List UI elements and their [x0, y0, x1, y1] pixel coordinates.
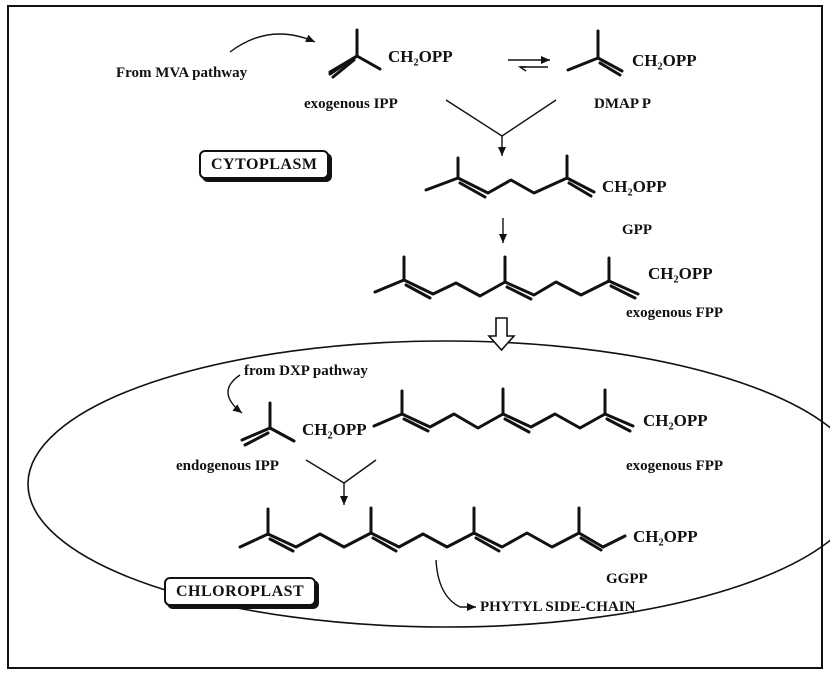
chloroplast-box: CHLOROPLAST [164, 577, 317, 606]
condensation-1-left [445, 99, 503, 137]
mva-arrow [229, 33, 316, 53]
ggpp-skeleton [238, 531, 605, 549]
exo-ipp-group-label: CH₂OPP [388, 47, 453, 66]
dmapp-name-label: DMAP P [594, 96, 652, 112]
ggpp-group-label: CH₂OPP [633, 527, 698, 546]
fpp1-name-label: exogenous FPP [626, 305, 724, 321]
dmapp-skeleton [566, 56, 624, 73]
cytoplasm-box: CYTOPLASM [199, 150, 330, 179]
fpp2-group-label: CH₂OPP [643, 411, 708, 430]
dxp-arrow [227, 374, 243, 414]
from-mva-label: From MVA pathway [116, 65, 248, 81]
endo-ipp-group-label: CH₂OPP [302, 420, 367, 439]
dmapp-group-label: CH₂OPP [632, 51, 697, 70]
fpp2-skeleton [372, 412, 635, 430]
exo-ipp-name-label: exogenous IPP [304, 96, 398, 112]
condensation-1-right [501, 99, 557, 137]
condensation-2-left [305, 459, 345, 484]
transport-open-arrow [487, 317, 516, 352]
phytyl-arrow [435, 559, 476, 611]
chloroplast-membrane [27, 340, 830, 628]
fpp2-name-label: exogenous FPP [626, 458, 724, 474]
fpp1-group-label: CH₂OPP [648, 264, 713, 283]
endo-ipp-name-label: endogenous IPP [176, 458, 279, 474]
gpp-name-label: GPP [622, 222, 652, 238]
exo-ipp-double-bond [328, 54, 359, 74]
gpp-skeleton [424, 176, 596, 195]
condensation-2-right [343, 459, 377, 484]
figure-frame [7, 5, 823, 669]
from-dxp-label: from DXP pathway [244, 363, 368, 379]
ggpp-name-label: GGPP [606, 571, 648, 587]
phytyl-label: PHYTYL SIDE-CHAIN [480, 599, 636, 615]
gpp-group-label: CH₂OPP [602, 177, 667, 196]
